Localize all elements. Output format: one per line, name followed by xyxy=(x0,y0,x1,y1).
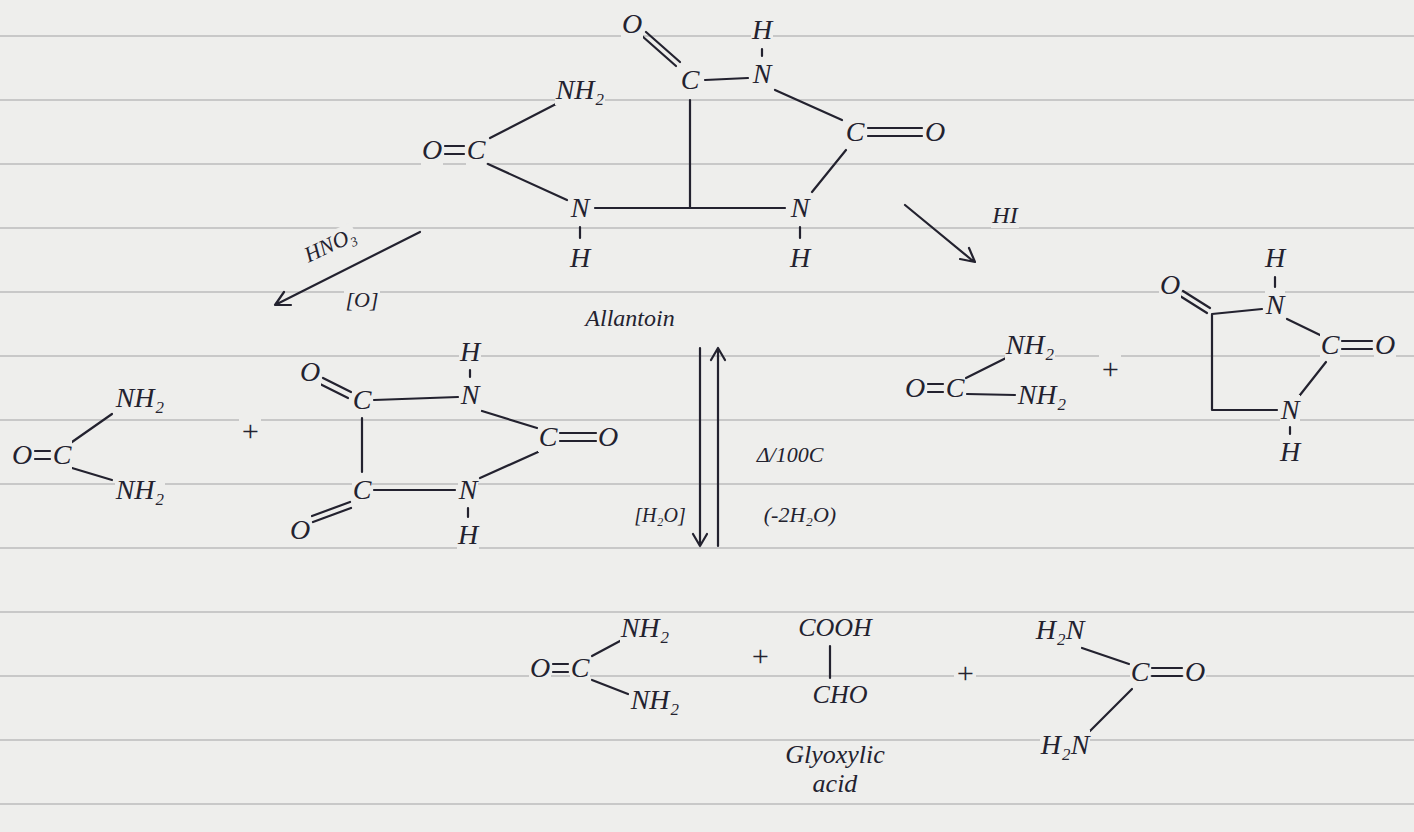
atom-label: C xyxy=(945,373,966,404)
atom-label: H₂N xyxy=(1035,615,1086,646)
atom-label: NH₂ xyxy=(620,613,671,644)
atom-label: C xyxy=(845,117,866,148)
parabanic-acid-bonds xyxy=(312,370,596,522)
atom-label: NH₂ xyxy=(115,383,166,414)
compound-name: Glyoxylic acid xyxy=(769,741,901,798)
atom-label: O xyxy=(421,135,443,166)
atom-label: H₂N xyxy=(1040,730,1091,761)
urea-bonds xyxy=(928,358,1015,395)
atom-label: N xyxy=(790,193,811,224)
plus-sign: + xyxy=(239,414,261,447)
atom-label: C xyxy=(680,65,701,96)
atom-label: O xyxy=(924,117,946,148)
atom-label: C xyxy=(466,135,487,166)
atom-label: NH₂ xyxy=(630,685,681,716)
atom-label: O xyxy=(904,373,926,404)
atom-label: O xyxy=(289,515,311,546)
reaction-arrow xyxy=(711,348,725,546)
atom-label: N xyxy=(460,380,481,411)
atom-label: H xyxy=(459,337,481,368)
atom-label: NH₂ xyxy=(555,75,606,106)
reaction-arrow xyxy=(693,348,707,546)
atom-label: C xyxy=(1320,330,1341,361)
hydantoin-bonds xyxy=(1180,277,1372,434)
atom-label: H xyxy=(1279,437,1301,468)
atom-label: C xyxy=(352,385,373,416)
reagent-label: HNO₃ xyxy=(299,222,360,268)
plus-sign: + xyxy=(1099,352,1121,385)
atom-label: N xyxy=(1265,290,1286,321)
atom-label: N xyxy=(458,475,479,506)
atom-label: NH₂ xyxy=(1017,380,1068,411)
structures xyxy=(35,32,1372,731)
urea-bonds xyxy=(35,414,112,480)
compound-name: Allantoin xyxy=(584,305,675,331)
reagent-label: (-2H₂O) xyxy=(763,503,837,527)
atom-label: NH₂ xyxy=(1005,330,1056,361)
reaction-arrow xyxy=(905,205,975,262)
urea-bonds xyxy=(553,641,628,694)
ruled-line xyxy=(0,36,1414,804)
atom-label: H xyxy=(569,243,591,274)
atom-label: C xyxy=(352,475,373,506)
reagent-label: Δ/100C xyxy=(756,443,825,467)
atom-label: O xyxy=(1159,270,1181,301)
atom-label: O xyxy=(299,357,321,388)
atom-label: H xyxy=(1264,243,1286,274)
atom-label: O xyxy=(621,9,643,40)
plus-sign: + xyxy=(749,639,771,672)
reagent-label: [O] xyxy=(344,288,379,312)
reagent-label: HI xyxy=(991,202,1018,228)
atom-label: N xyxy=(1280,395,1301,426)
atom-label: N xyxy=(570,193,591,224)
reagent-label: [H₂O] xyxy=(633,504,686,526)
atom-label: CHO xyxy=(812,681,869,710)
atom-label: COOH xyxy=(797,614,873,643)
atom-label: O xyxy=(1374,330,1396,361)
atom-label: O xyxy=(529,653,551,684)
atom-label: H xyxy=(457,520,479,551)
atom-label: O xyxy=(597,422,619,453)
atom-label: N xyxy=(752,59,773,90)
atom-label: C xyxy=(570,653,591,684)
plus-sign: + xyxy=(954,656,976,689)
glyoxylic-acid-bond xyxy=(829,646,831,678)
urea-bonds xyxy=(1082,648,1182,731)
atom-label: C xyxy=(538,422,559,453)
allantoin-bonds xyxy=(445,32,922,238)
ruled-lines xyxy=(0,36,1414,804)
atom-label: NH₂ xyxy=(115,475,166,506)
atom-label: C xyxy=(52,440,73,471)
atom-label: H xyxy=(789,243,811,274)
atom-label: O xyxy=(1184,657,1206,688)
atom-label: O xyxy=(11,440,33,471)
atom-label: H xyxy=(751,15,773,46)
atom-label: C xyxy=(1130,657,1151,688)
